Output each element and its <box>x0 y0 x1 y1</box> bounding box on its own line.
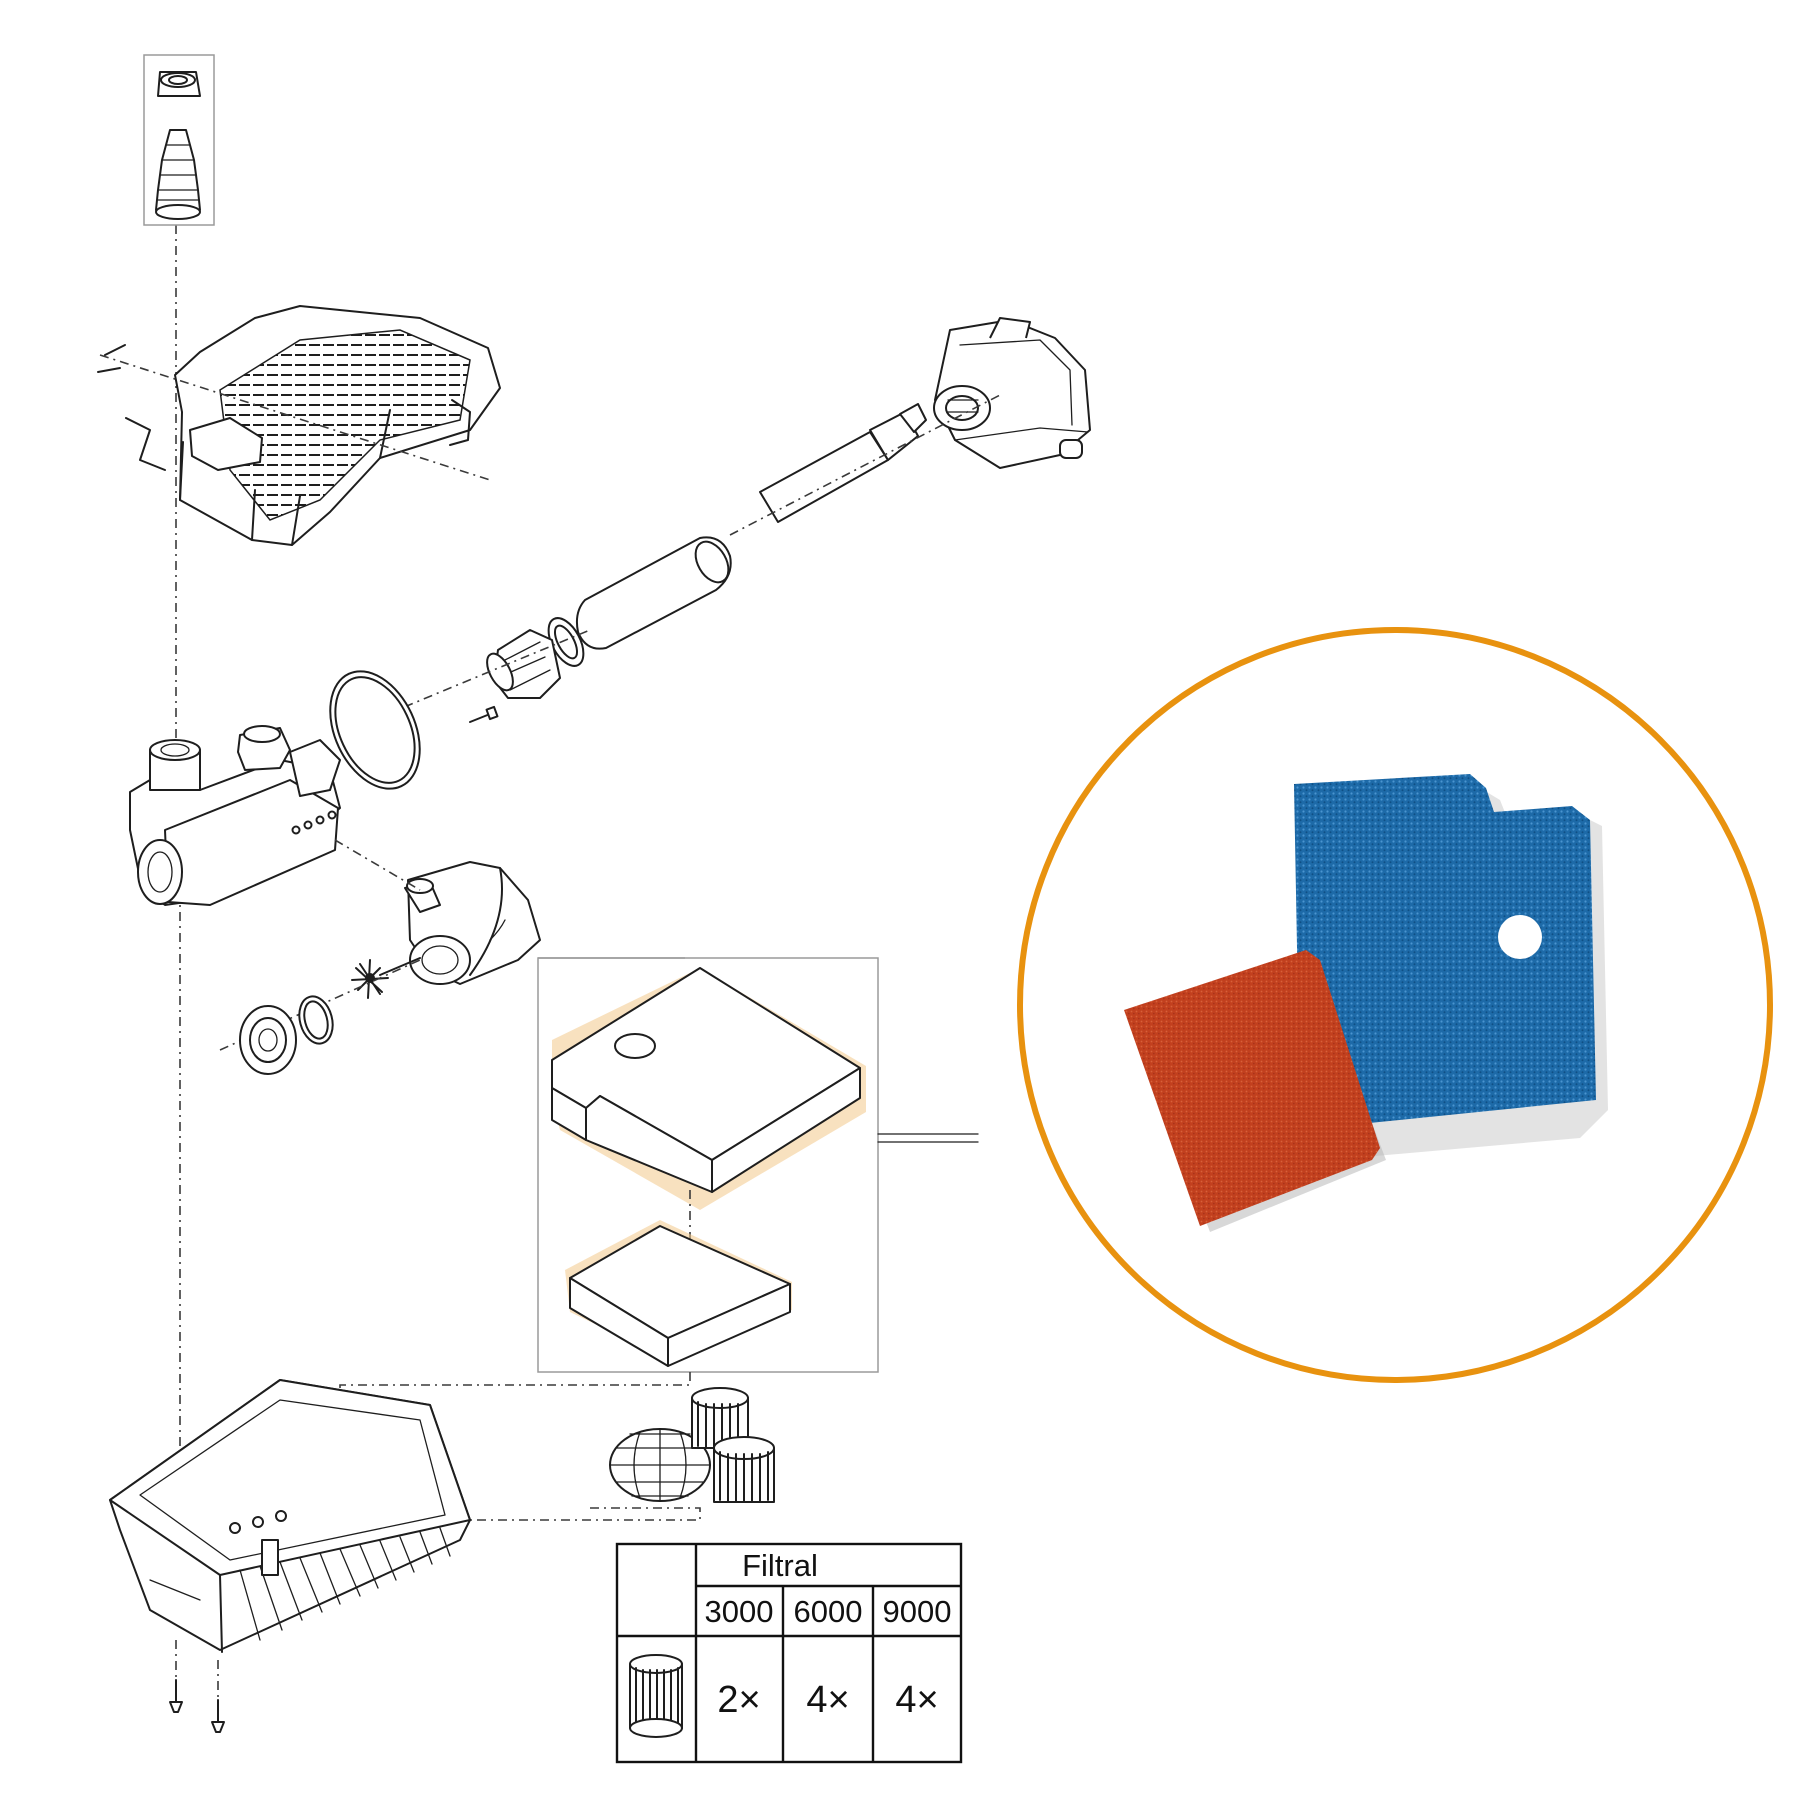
impeller <box>351 957 421 999</box>
uvc-lamp-tube <box>729 394 1001 536</box>
uvc-housing <box>129 725 341 906</box>
table-header-filtral: Filtral <box>742 1548 818 1583</box>
base-screw <box>211 1660 225 1733</box>
screw <box>469 705 499 723</box>
bio-media-icon <box>629 1654 683 1738</box>
pump-icon <box>404 861 541 985</box>
bio-ball-icon <box>609 1428 711 1502</box>
foam-filter-small-diagram <box>565 1220 792 1367</box>
uvc-lamp-socket <box>933 317 1091 469</box>
o-ring-large <box>329 670 421 790</box>
model-3000: 3000 <box>705 1594 774 1629</box>
hose-connector <box>143 54 215 226</box>
quantity-table: Filtral 3000 6000 9000 2× 4× 4× <box>615 1542 963 1764</box>
quartz-glass-tube <box>575 536 732 650</box>
quantity-6000: 4× <box>806 1679 849 1721</box>
base-screw <box>169 1640 183 1713</box>
bio-media-cylinder <box>691 1387 749 1449</box>
quantity-9000: 4× <box>895 1679 938 1721</box>
model-6000: 6000 <box>794 1594 863 1629</box>
pump-cover <box>239 995 334 1075</box>
sponge-photo-callout <box>1017 627 1773 1383</box>
bio-media-cylinder <box>713 1436 775 1503</box>
quantity-3000: 2× <box>717 1679 760 1721</box>
filter-base-tank <box>109 1379 471 1653</box>
filter-lid <box>97 305 501 546</box>
red-foam-sponge <box>1124 950 1380 1226</box>
foam-filter-large-diagram <box>551 967 866 1210</box>
model-9000: 9000 <box>883 1594 952 1629</box>
foam-set-inset <box>537 957 879 1373</box>
blue-foam-sponge <box>1294 774 1596 1128</box>
union-nut <box>486 617 585 699</box>
